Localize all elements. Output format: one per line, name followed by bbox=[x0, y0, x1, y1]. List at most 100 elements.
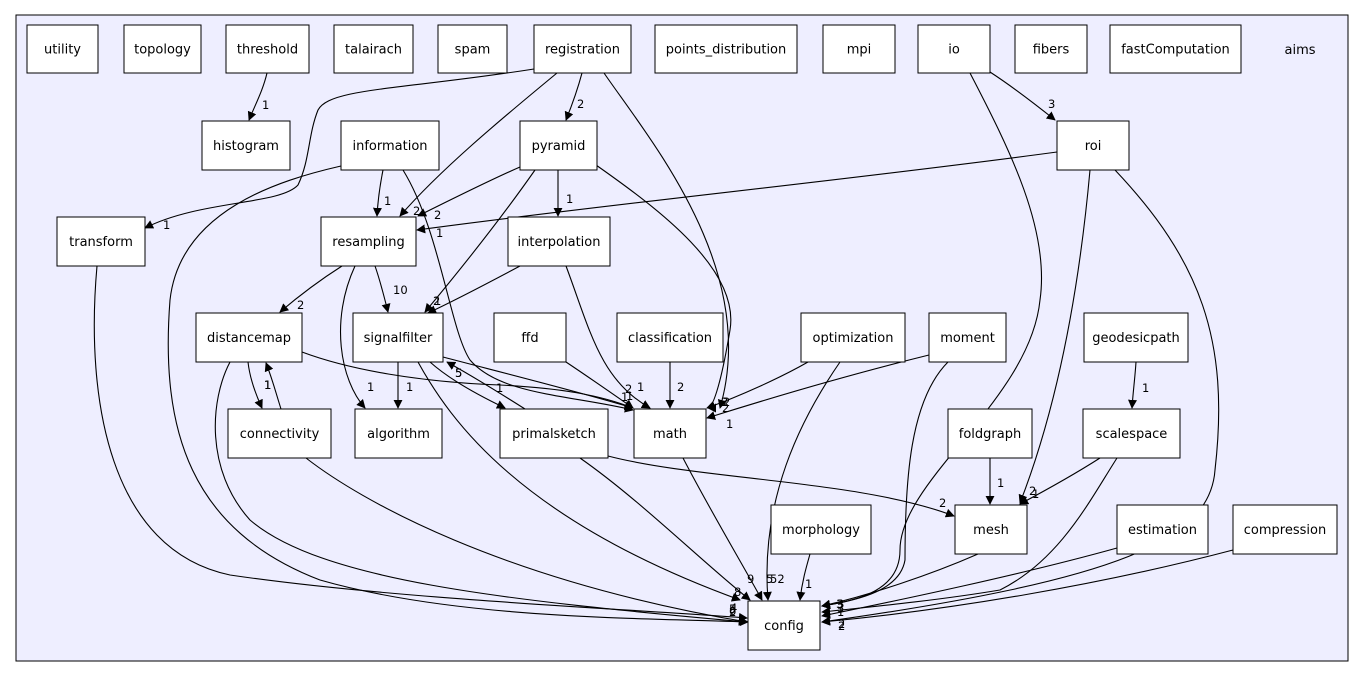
node-label[interactable]: geodesicpath bbox=[1092, 331, 1180, 346]
node-label[interactable]: config bbox=[764, 619, 804, 634]
node-compression[interactable]: compression bbox=[1232, 504, 1338, 555]
edge-label[interactable]: 2 bbox=[838, 619, 845, 633]
edge-label[interactable]: 8 bbox=[734, 585, 741, 599]
node-foldgraph[interactable]: foldgraph bbox=[947, 408, 1033, 459]
node-box[interactable] bbox=[1014, 24, 1088, 74]
node-box[interactable] bbox=[928, 312, 1007, 363]
edge-label[interactable]: 1 bbox=[264, 378, 271, 392]
node-fibers[interactable]: fibers bbox=[1014, 24, 1088, 74]
node-label[interactable]: primalsketch bbox=[512, 427, 596, 442]
node-label[interactable]: classification bbox=[628, 331, 712, 346]
node-scalespace[interactable]: scalespace bbox=[1082, 408, 1181, 459]
node-label[interactable]: resampling bbox=[332, 235, 404, 250]
node-math[interactable]: math bbox=[633, 408, 707, 459]
edge-label[interactable]: 3 bbox=[837, 597, 844, 611]
edge-label[interactable]: 5 bbox=[766, 572, 773, 586]
node-box[interactable] bbox=[917, 24, 991, 74]
edge-label[interactable]: 52 bbox=[770, 572, 785, 586]
edge-label[interactable]: 2 bbox=[1029, 484, 1036, 498]
edge-label[interactable]: 1 bbox=[406, 380, 413, 394]
node-points_distribution[interactable]: points_distribution bbox=[654, 24, 798, 74]
node-threshold[interactable]: threshold bbox=[225, 24, 310, 74]
node-estimation[interactable]: estimation bbox=[1116, 504, 1209, 555]
edge-label[interactable]: 1 bbox=[434, 294, 441, 308]
node-resampling[interactable]: resampling bbox=[320, 216, 417, 267]
node-optimization[interactable]: optimization bbox=[800, 312, 906, 363]
edge-label[interactable]: 1 bbox=[805, 577, 812, 591]
node-label[interactable]: distancemap bbox=[207, 331, 291, 346]
node-pyramid[interactable]: pyramid bbox=[519, 120, 598, 171]
node-primalsketch[interactable]: primalsketch bbox=[499, 408, 609, 459]
edge-label[interactable]: 2 bbox=[677, 380, 684, 394]
node-label[interactable]: pyramid bbox=[532, 139, 586, 154]
node-box[interactable] bbox=[201, 120, 291, 171]
node-label[interactable]: optimization bbox=[813, 331, 894, 346]
edge-label[interactable]: 2 bbox=[723, 395, 730, 409]
edge-label[interactable]: 1 bbox=[1142, 381, 1149, 395]
node-box[interactable] bbox=[340, 120, 440, 171]
node-interpolation[interactable]: interpolation bbox=[507, 216, 611, 267]
edge-label[interactable]: 1 bbox=[436, 226, 443, 240]
edge-label[interactable]: 1 bbox=[621, 390, 628, 404]
node-label[interactable]: moment bbox=[940, 331, 995, 346]
edge-label[interactable]: 2 bbox=[413, 204, 420, 218]
node-label[interactable]: signalfilter bbox=[364, 331, 433, 346]
node-label[interactable]: io bbox=[948, 43, 960, 58]
node-fastComputation[interactable]: fastComputation bbox=[1109, 24, 1242, 74]
node-label[interactable]: histogram bbox=[213, 139, 279, 154]
node-roi[interactable]: roi bbox=[1056, 120, 1130, 171]
edge-label[interactable]: 1 bbox=[163, 218, 170, 232]
node-label[interactable]: topology bbox=[134, 43, 191, 58]
node-label[interactable]: talairach bbox=[345, 43, 402, 58]
node-label[interactable]: compression bbox=[1244, 523, 1326, 538]
node-label[interactable]: foldgraph bbox=[959, 427, 1021, 442]
node-label[interactable]: estimation bbox=[1128, 523, 1197, 538]
node-label[interactable]: mpi bbox=[847, 43, 872, 58]
node-signalfilter[interactable]: signalfilter bbox=[352, 312, 444, 363]
node-box[interactable] bbox=[1083, 312, 1189, 363]
node-box[interactable] bbox=[770, 504, 872, 555]
edge-label[interactable]: 1 bbox=[997, 476, 1004, 490]
node-box[interactable] bbox=[195, 312, 303, 363]
node-label[interactable]: registration bbox=[545, 43, 620, 58]
node-box[interactable] bbox=[822, 24, 896, 74]
node-label[interactable]: interpolation bbox=[518, 235, 601, 250]
node-box[interactable] bbox=[747, 600, 821, 651]
node-mesh[interactable]: mesh bbox=[954, 504, 1028, 555]
node-connectivity[interactable]: connectivity bbox=[227, 408, 332, 459]
edge-label[interactable]: 3 bbox=[836, 597, 843, 611]
node-transform[interactable]: transform bbox=[56, 216, 146, 267]
node-box[interactable] bbox=[56, 216, 146, 267]
edge-label[interactable]: 1 bbox=[496, 381, 503, 395]
edge-label[interactable]: 5 bbox=[455, 366, 462, 380]
node-box[interactable] bbox=[26, 24, 99, 74]
edge-label[interactable]: 5 bbox=[455, 366, 462, 380]
node-box[interactable] bbox=[352, 312, 444, 363]
edge-label[interactable]: 1 bbox=[726, 417, 733, 431]
node-moment[interactable]: moment bbox=[928, 312, 1007, 363]
node-box[interactable] bbox=[800, 312, 906, 363]
edge-label[interactable]: 1 bbox=[384, 194, 391, 208]
node-box[interactable] bbox=[354, 408, 443, 459]
edge-label[interactable]: 1 bbox=[264, 378, 271, 392]
node-box[interactable] bbox=[227, 408, 332, 459]
node-label[interactable]: spam bbox=[455, 43, 491, 58]
node-utility[interactable]: utility bbox=[26, 24, 99, 74]
node-histogram[interactable]: histogram bbox=[201, 120, 291, 171]
node-box[interactable] bbox=[947, 408, 1033, 459]
node-label[interactable]: transform bbox=[69, 235, 133, 250]
node-label[interactable]: utility bbox=[44, 43, 81, 58]
node-label[interactable]: roi bbox=[1085, 139, 1102, 154]
edge-label[interactable]: 1 bbox=[367, 380, 374, 394]
node-box[interactable] bbox=[519, 120, 598, 171]
edge-label[interactable]: 5 bbox=[729, 602, 736, 616]
node-ffd[interactable]: ffd bbox=[493, 312, 567, 363]
node-config[interactable]: config bbox=[747, 600, 821, 651]
edge-label[interactable]: 1 bbox=[1032, 487, 1039, 501]
edge-label[interactable]: 2 bbox=[722, 401, 729, 415]
node-box[interactable] bbox=[616, 312, 724, 363]
node-box[interactable] bbox=[533, 24, 632, 74]
node-box[interactable] bbox=[1109, 24, 1242, 74]
node-information[interactable]: information bbox=[340, 120, 440, 171]
node-box[interactable] bbox=[320, 216, 417, 267]
